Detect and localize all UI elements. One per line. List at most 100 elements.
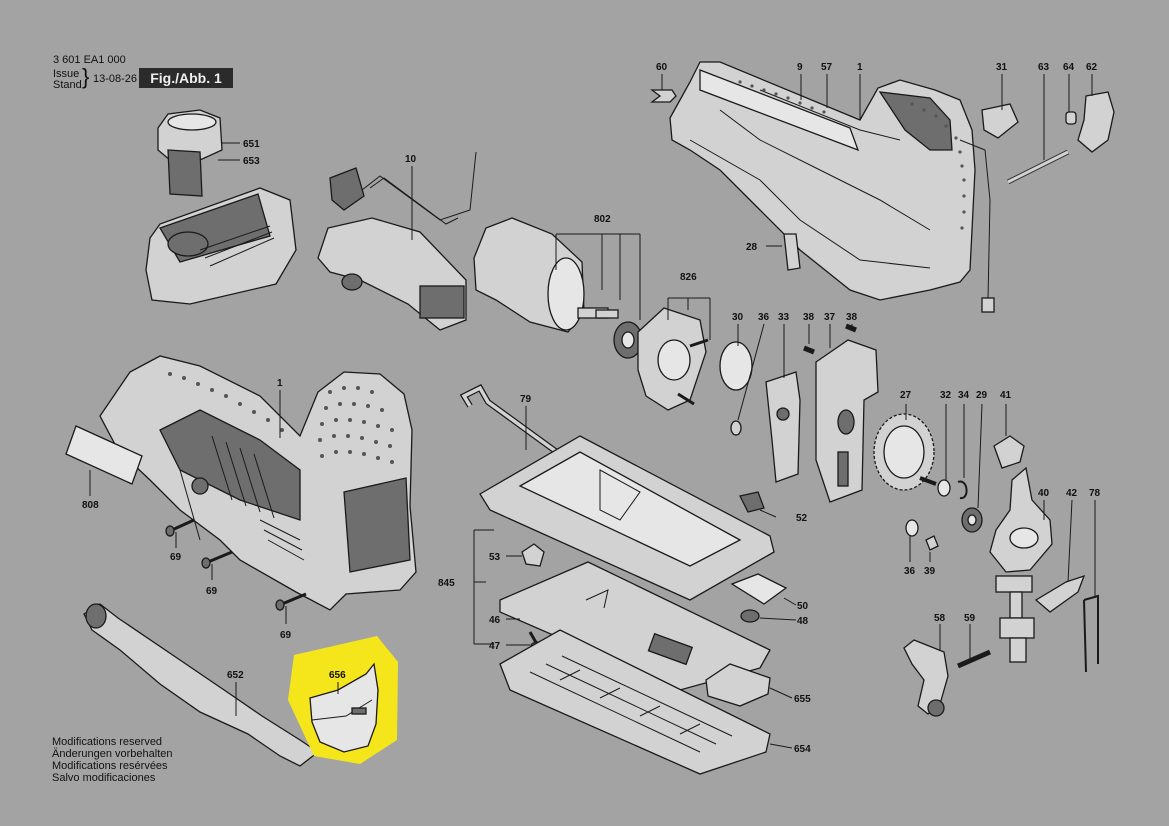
- label-69-a: 69: [170, 552, 182, 563]
- washer-30: [719, 341, 753, 391]
- label-33: 33: [778, 312, 790, 323]
- label-69-c: 69: [280, 630, 292, 641]
- base-shoe-654: [499, 629, 771, 775]
- label-58: 58: [934, 613, 946, 624]
- label-656: 656: [329, 670, 346, 681]
- label-9: 9: [797, 62, 803, 73]
- clip-60: [650, 89, 677, 103]
- label-654: 654: [794, 744, 811, 755]
- plate-33: [765, 371, 801, 483]
- label-63: 63: [1038, 62, 1050, 73]
- label-802: 802: [594, 214, 611, 225]
- label-29: 29: [976, 390, 988, 401]
- drawing-number: 3 601 EA1 000: [53, 54, 126, 66]
- screw-69-a: [165, 518, 195, 537]
- switch-655: [705, 663, 771, 707]
- roller-29: [961, 507, 983, 533]
- slider-50: [730, 573, 788, 605]
- switch-module-10: [317, 151, 477, 331]
- label-808: 808: [82, 500, 99, 511]
- label-42: 42: [1066, 488, 1078, 499]
- label-32: 32: [940, 390, 952, 401]
- motor-802: [473, 217, 643, 359]
- spring-34: [957, 480, 968, 500]
- label-37: 37: [824, 312, 836, 323]
- label-57: 57: [821, 62, 833, 73]
- pin-59: [956, 649, 992, 669]
- clip-53: [521, 543, 545, 567]
- battery-651: [157, 109, 223, 197]
- bracket-31: [981, 103, 1019, 139]
- note-fr: Modifications resérvées: [52, 760, 168, 772]
- label-39: 39: [924, 566, 936, 577]
- charger-653: [145, 187, 297, 305]
- housing-half-top-part: [669, 61, 995, 313]
- brace-glyph: }: [82, 64, 90, 89]
- gear-housing-826: [637, 307, 709, 411]
- label-808: [65, 425, 143, 485]
- note-es: Salvo modificaciones: [52, 772, 156, 784]
- modification-notes: Modifications reserved Änderungen vorbeh…: [52, 736, 172, 784]
- part-labels: 60 9 57 1 31 63 64 62 651 653 10 802 826…: [82, 62, 1101, 755]
- gear-27: [873, 413, 937, 491]
- dust-adapter-652: [83, 603, 320, 767]
- block-41: [993, 435, 1025, 469]
- leader-lines: [89, 74, 1096, 749]
- label-30: 30: [732, 312, 744, 323]
- knob-48: [740, 609, 760, 623]
- housing-half-main: [99, 355, 417, 611]
- issue-date: 13-08-26: [93, 73, 138, 85]
- label-64: 64: [1063, 62, 1075, 73]
- label-69-b: 69: [206, 586, 218, 597]
- stand-label: Stand: [53, 79, 82, 91]
- pin-64: [1065, 111, 1077, 125]
- label-53: 53: [489, 552, 501, 563]
- pin-38-b: [845, 323, 857, 333]
- label-50: 50: [797, 601, 809, 612]
- label-38-b: 38: [846, 312, 858, 323]
- washer-36-small: [730, 420, 742, 436]
- label-31: 31: [996, 62, 1008, 73]
- label-41: 41: [1000, 390, 1012, 401]
- label-78: 78: [1089, 488, 1101, 499]
- label-60: 60: [656, 62, 668, 73]
- label-36-b: 36: [904, 566, 916, 577]
- label-48: 48: [797, 616, 809, 627]
- label-34: 34: [958, 390, 970, 401]
- note-de: Änderungen vorbehalten: [52, 748, 173, 760]
- lever-62: [1077, 91, 1115, 153]
- washer-36-b: [905, 519, 919, 537]
- screw-69-b: [201, 550, 233, 569]
- label-651: 651: [243, 139, 260, 150]
- rod-78: [1083, 594, 1099, 673]
- plate-28: [783, 233, 801, 271]
- label-47: 47: [489, 641, 501, 652]
- clip-39: [925, 535, 939, 551]
- note-en: Modifications reserved: [52, 736, 163, 748]
- label-79: 79: [520, 394, 532, 405]
- pad-52: [739, 491, 765, 513]
- issue-label: Issue: [53, 68, 80, 80]
- lever-58: [903, 639, 949, 717]
- screw-69-c: [275, 592, 307, 611]
- label-655: 655: [794, 694, 811, 705]
- label-46: 46: [489, 615, 501, 626]
- label-652: 652: [227, 670, 244, 681]
- label-27: 27: [900, 390, 912, 401]
- label-826: 826: [680, 272, 697, 283]
- label-38-a: 38: [803, 312, 815, 323]
- label-653: 653: [243, 156, 260, 167]
- label-28: 28: [746, 242, 758, 253]
- label-845: 845: [438, 578, 455, 589]
- base-plate-52: [479, 435, 775, 601]
- pin-38-a: [803, 345, 815, 355]
- label-1-top: 1: [857, 62, 863, 73]
- ring-32: [937, 479, 951, 497]
- label-52: 52: [796, 513, 808, 524]
- label-62: 62: [1086, 62, 1098, 73]
- pendulum-40: [989, 466, 1053, 663]
- plate-46: [499, 561, 771, 691]
- cover-656: [309, 662, 379, 753]
- figure-label: Fig./Abb. 1: [139, 68, 233, 88]
